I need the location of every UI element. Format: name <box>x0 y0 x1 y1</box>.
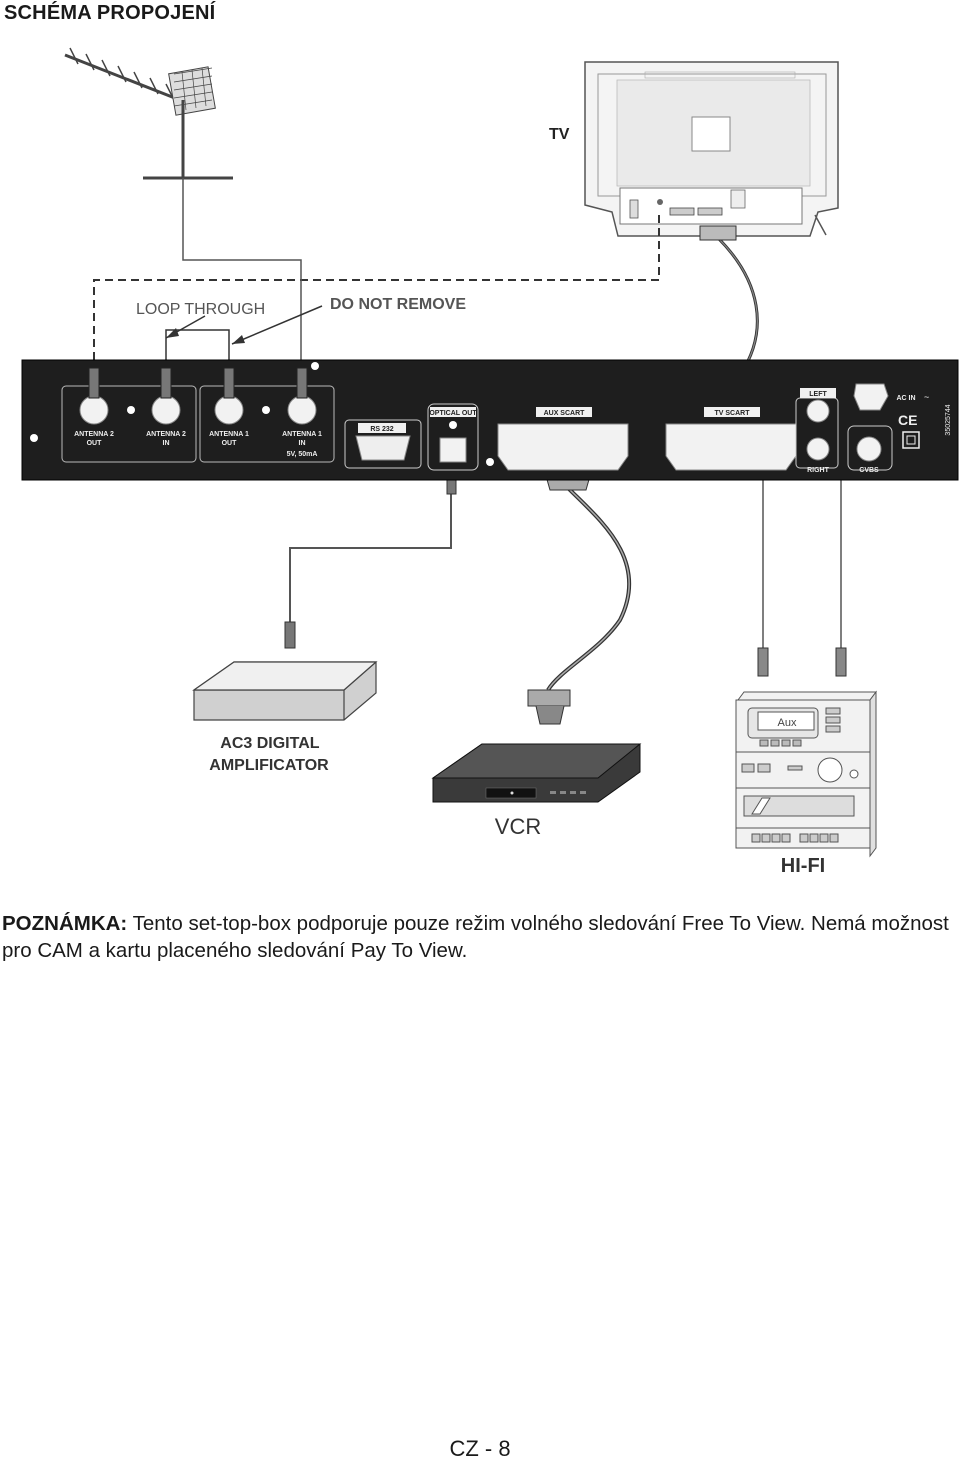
port-label-optical-out: OPTICAL OUT <box>429 410 477 417</box>
page-title: SCHÉMA PROPOJENÍ <box>4 2 216 24</box>
receiver-rear-panel <box>21 359 959 481</box>
hifi-icon <box>735 690 877 858</box>
serial-number: 35025744 <box>945 404 952 435</box>
port-label-cvbs: CVBS <box>859 467 879 474</box>
hifi-display-text: Aux <box>778 717 797 729</box>
ac-wave-icon: ~ <box>924 392 929 402</box>
port-label-left: LEFT <box>809 391 827 398</box>
port-label-power-spec: 5V, 50mA <box>287 451 318 458</box>
ce-mark: CE <box>898 412 917 428</box>
page-number: CZ - 8 <box>449 1436 511 1461</box>
loop-through-label: LOOP THROUGH <box>136 301 265 318</box>
amplifier-label: AC3 DIGITAL AMPLIFICATOR <box>209 735 329 774</box>
connection-diagram: TV <box>21 47 959 877</box>
port-label-tv-scart: TV SCART <box>715 410 751 417</box>
vcr-icon <box>431 743 642 803</box>
amplifier-icon <box>192 661 378 721</box>
tv-label: TV <box>549 126 570 143</box>
note-label: POZNÁMKA: <box>2 912 128 935</box>
tv-icon <box>584 61 839 237</box>
do-not-remove-label: DO NOT REMOVE <box>330 296 466 313</box>
port-label-right: RIGHT <box>807 467 830 474</box>
port-label-rs232: RS 232 <box>370 426 393 433</box>
antenna-icon <box>64 47 233 180</box>
port-label-aux-scart: AUX SCART <box>544 410 586 417</box>
note-paragraph: POZNÁMKA: Tento set-top-box podporuje po… <box>2 910 958 964</box>
note-text: Tento set-top-box podporuje pouze režim … <box>2 912 949 962</box>
port-label-ac-in: AC IN <box>896 395 915 402</box>
hifi-label: HI-FI <box>781 855 825 877</box>
vcr-label: VCR <box>495 814 541 839</box>
